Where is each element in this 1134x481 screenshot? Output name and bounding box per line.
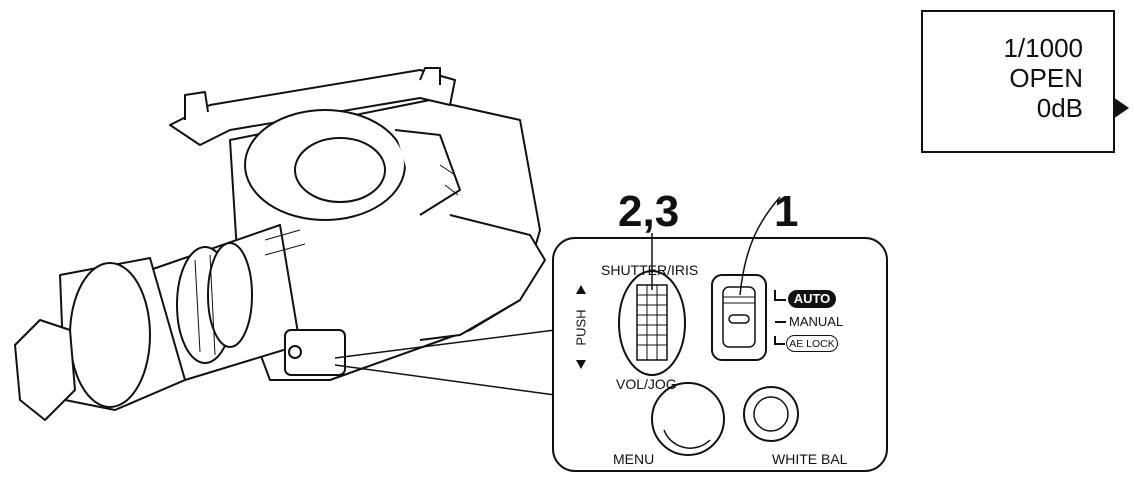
mode-slide-switch[interactable] bbox=[711, 274, 767, 361]
gain-value: 0dB bbox=[1036, 93, 1083, 123]
push-label: PUSH bbox=[573, 308, 589, 346]
vol-jog-label: VOL/JOG bbox=[616, 376, 677, 392]
jog-dial[interactable] bbox=[618, 270, 686, 376]
shutter-iris-label: SHUTTER/IRIS bbox=[601, 262, 699, 278]
lcd-display: 1/1000 OPEN 0dB bbox=[921, 10, 1129, 153]
manual-label: MANUAL bbox=[789, 314, 844, 329]
white-bal-label: WHITE BAL bbox=[772, 451, 848, 467]
callout-mode-switch: 1 bbox=[774, 187, 799, 236]
menu-label: MENU bbox=[613, 451, 655, 467]
right-triangle-icon bbox=[1113, 97, 1129, 119]
shutter-value: 1/1000 bbox=[1003, 33, 1083, 63]
callout-jog-dial: 2,3 bbox=[618, 187, 680, 236]
iris-value: OPEN bbox=[1009, 63, 1083, 93]
up-down-arrow-icon bbox=[576, 285, 586, 369]
white-bal-button[interactable] bbox=[743, 386, 799, 442]
menu-dial[interactable] bbox=[651, 382, 725, 456]
auto-label: AUTO bbox=[788, 290, 836, 308]
push-label-wrap: PUSH bbox=[571, 287, 591, 367]
ae-lock-label: AE LOCK bbox=[786, 335, 838, 352]
